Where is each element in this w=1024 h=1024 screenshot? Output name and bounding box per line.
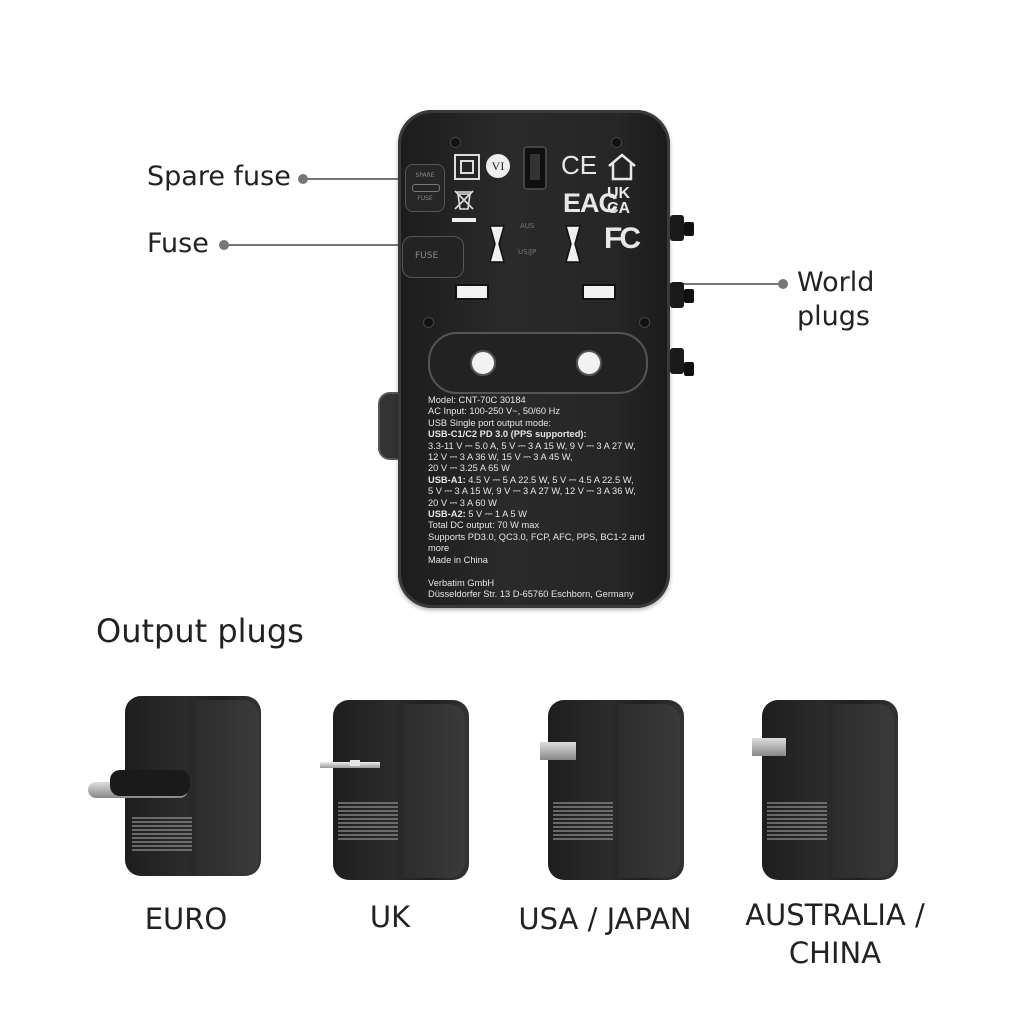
us-pin-icon xyxy=(540,742,576,760)
fuse-leader xyxy=(226,244,406,246)
weee-bin-icon xyxy=(452,188,476,212)
spare-fuse-text-bottom: FUSE xyxy=(417,195,433,202)
euro-socket xyxy=(428,332,648,394)
fuse-dot xyxy=(219,240,229,250)
uk-pin-slot-left xyxy=(455,284,489,300)
screw-icon xyxy=(424,318,433,327)
slider-button-3 xyxy=(670,348,684,374)
uk-slot xyxy=(350,760,360,766)
spec-line: 5 V ⎓ 3 A 15 W, 9 V ⎓ 3 A 27 W, 12 V ⎓ 3… xyxy=(428,486,636,497)
slider-button-2 xyxy=(670,282,684,308)
spare-fuse-leader xyxy=(305,178,415,180)
euro-hole-right xyxy=(576,350,602,376)
spec-line xyxy=(428,566,658,577)
screw-icon xyxy=(640,318,649,327)
au-pin-icon xyxy=(752,738,786,756)
screw-icon xyxy=(451,138,460,147)
plug-label-usa-japan: USA / JAPAN xyxy=(518,902,692,936)
adapter-usa-japan-side xyxy=(618,704,680,878)
plug-label-australia-china: AUSTRALIA / CHINA xyxy=(730,896,940,972)
spec-line: Verbatim GmbH xyxy=(428,577,495,588)
ukca-bottom: CA xyxy=(607,200,631,217)
spec-line: 12 V ⎓ 3 A 36 W, 15 V ⎓ 3 A 45 W, xyxy=(428,452,573,463)
spec-line: Supports PD3.0, QC3.0, FCP, AFC, PPS, BC… xyxy=(428,531,645,542)
spec-line: USB Single port output mode: xyxy=(428,417,551,428)
spec-line: USB-C1/C2 PD 3.0 (PPS supported): xyxy=(428,429,587,440)
fuse-cover: FUSE xyxy=(402,236,464,278)
us-jp-pin-socket-right xyxy=(562,224,584,264)
adapter-usa-japan-label xyxy=(553,800,613,842)
plug-label-euro: EURO xyxy=(144,902,228,936)
world-plugs-line2: plugs xyxy=(797,301,870,332)
spare-fuse-label: Spare fuse xyxy=(147,161,291,192)
euro-hole-left xyxy=(470,350,496,376)
output-plugs-title: Output plugs xyxy=(96,612,304,650)
uk-pin-slot-right xyxy=(582,284,616,300)
screw-icon xyxy=(612,138,621,147)
adapter-euro-side xyxy=(195,700,259,876)
spare-fuse-text-top: SPARE xyxy=(415,172,435,179)
ce-mark: CE xyxy=(561,150,598,180)
spec-line: AC Input: 100-250 V~, 50/60 Hz xyxy=(428,406,561,417)
ukca-mark: UK CA xyxy=(607,185,631,217)
spec-line: Düsseldorfer Str. 13 D-65760 Eschborn, G… xyxy=(428,588,634,599)
plug-label-australia-line1: AUSTRALIA / xyxy=(745,898,925,932)
spare-fuse-cover: SPARE FUSE xyxy=(405,164,445,212)
slider-knob-2 xyxy=(684,289,694,303)
adapter-uk-side xyxy=(403,704,465,878)
world-plugs-leader xyxy=(612,283,780,285)
class-ii-icon xyxy=(454,154,480,180)
adapter-uk-label xyxy=(338,800,398,842)
world-plugs-dot xyxy=(778,279,788,289)
adapter-australia-china-label xyxy=(767,800,827,842)
fuse-label: Fuse xyxy=(147,228,209,259)
slider-knob-1 xyxy=(684,222,694,236)
ukca-top: UK xyxy=(607,185,631,202)
usjp-label: US/JP xyxy=(518,248,537,256)
world-plugs-label: World plugs xyxy=(797,266,874,334)
adapter-euro-label xyxy=(132,815,192,853)
plug-label-china-line2: CHINA xyxy=(788,936,882,970)
slider-button-1 xyxy=(670,215,684,241)
euro-plug-body xyxy=(110,770,190,796)
us-jp-pin-socket-left xyxy=(486,224,508,264)
aus-label: AUS xyxy=(520,222,535,230)
spec-line: 3.3-11 V ⎓ 5.0 A, 5 V ⎓ 3 A 15 W, 9 V ⎓ … xyxy=(428,440,636,451)
fuse-text: FUSE xyxy=(415,251,439,261)
vi-efficiency-icon: VI xyxy=(486,154,510,178)
spec-line: 20 V ⎓ 3 A 60 W xyxy=(428,497,497,508)
usb-a-port xyxy=(523,146,547,190)
spec-line: USB-A1: 4.5 V ⎓ 5 A 22.5 W, 5 V ⎓ 4.5 A … xyxy=(428,474,634,485)
slider-knob-3 xyxy=(684,362,694,376)
indoor-use-icon xyxy=(606,152,638,182)
spare-fuse-dot xyxy=(298,174,308,184)
fcc-mark: FC xyxy=(604,222,641,255)
world-plugs-line1: World xyxy=(797,267,875,298)
adapter-australia-china-side xyxy=(832,704,894,878)
spec-line: USB-A2: 5 V ⎓ 1 A 5 W xyxy=(428,509,527,520)
spec-line: Made in China xyxy=(428,554,488,565)
spec-line: Model: CNT-70C 30184 xyxy=(428,395,526,405)
eac-mark: EAC xyxy=(563,188,618,218)
plug-label-uk: UK xyxy=(369,900,411,934)
spec-line: Total DC output: 70 W max xyxy=(428,520,540,531)
spec-line: more xyxy=(428,543,450,554)
spec-line: 20 V ⎓ 3.25 A 65 W xyxy=(428,463,510,474)
weee-bar xyxy=(452,218,476,222)
